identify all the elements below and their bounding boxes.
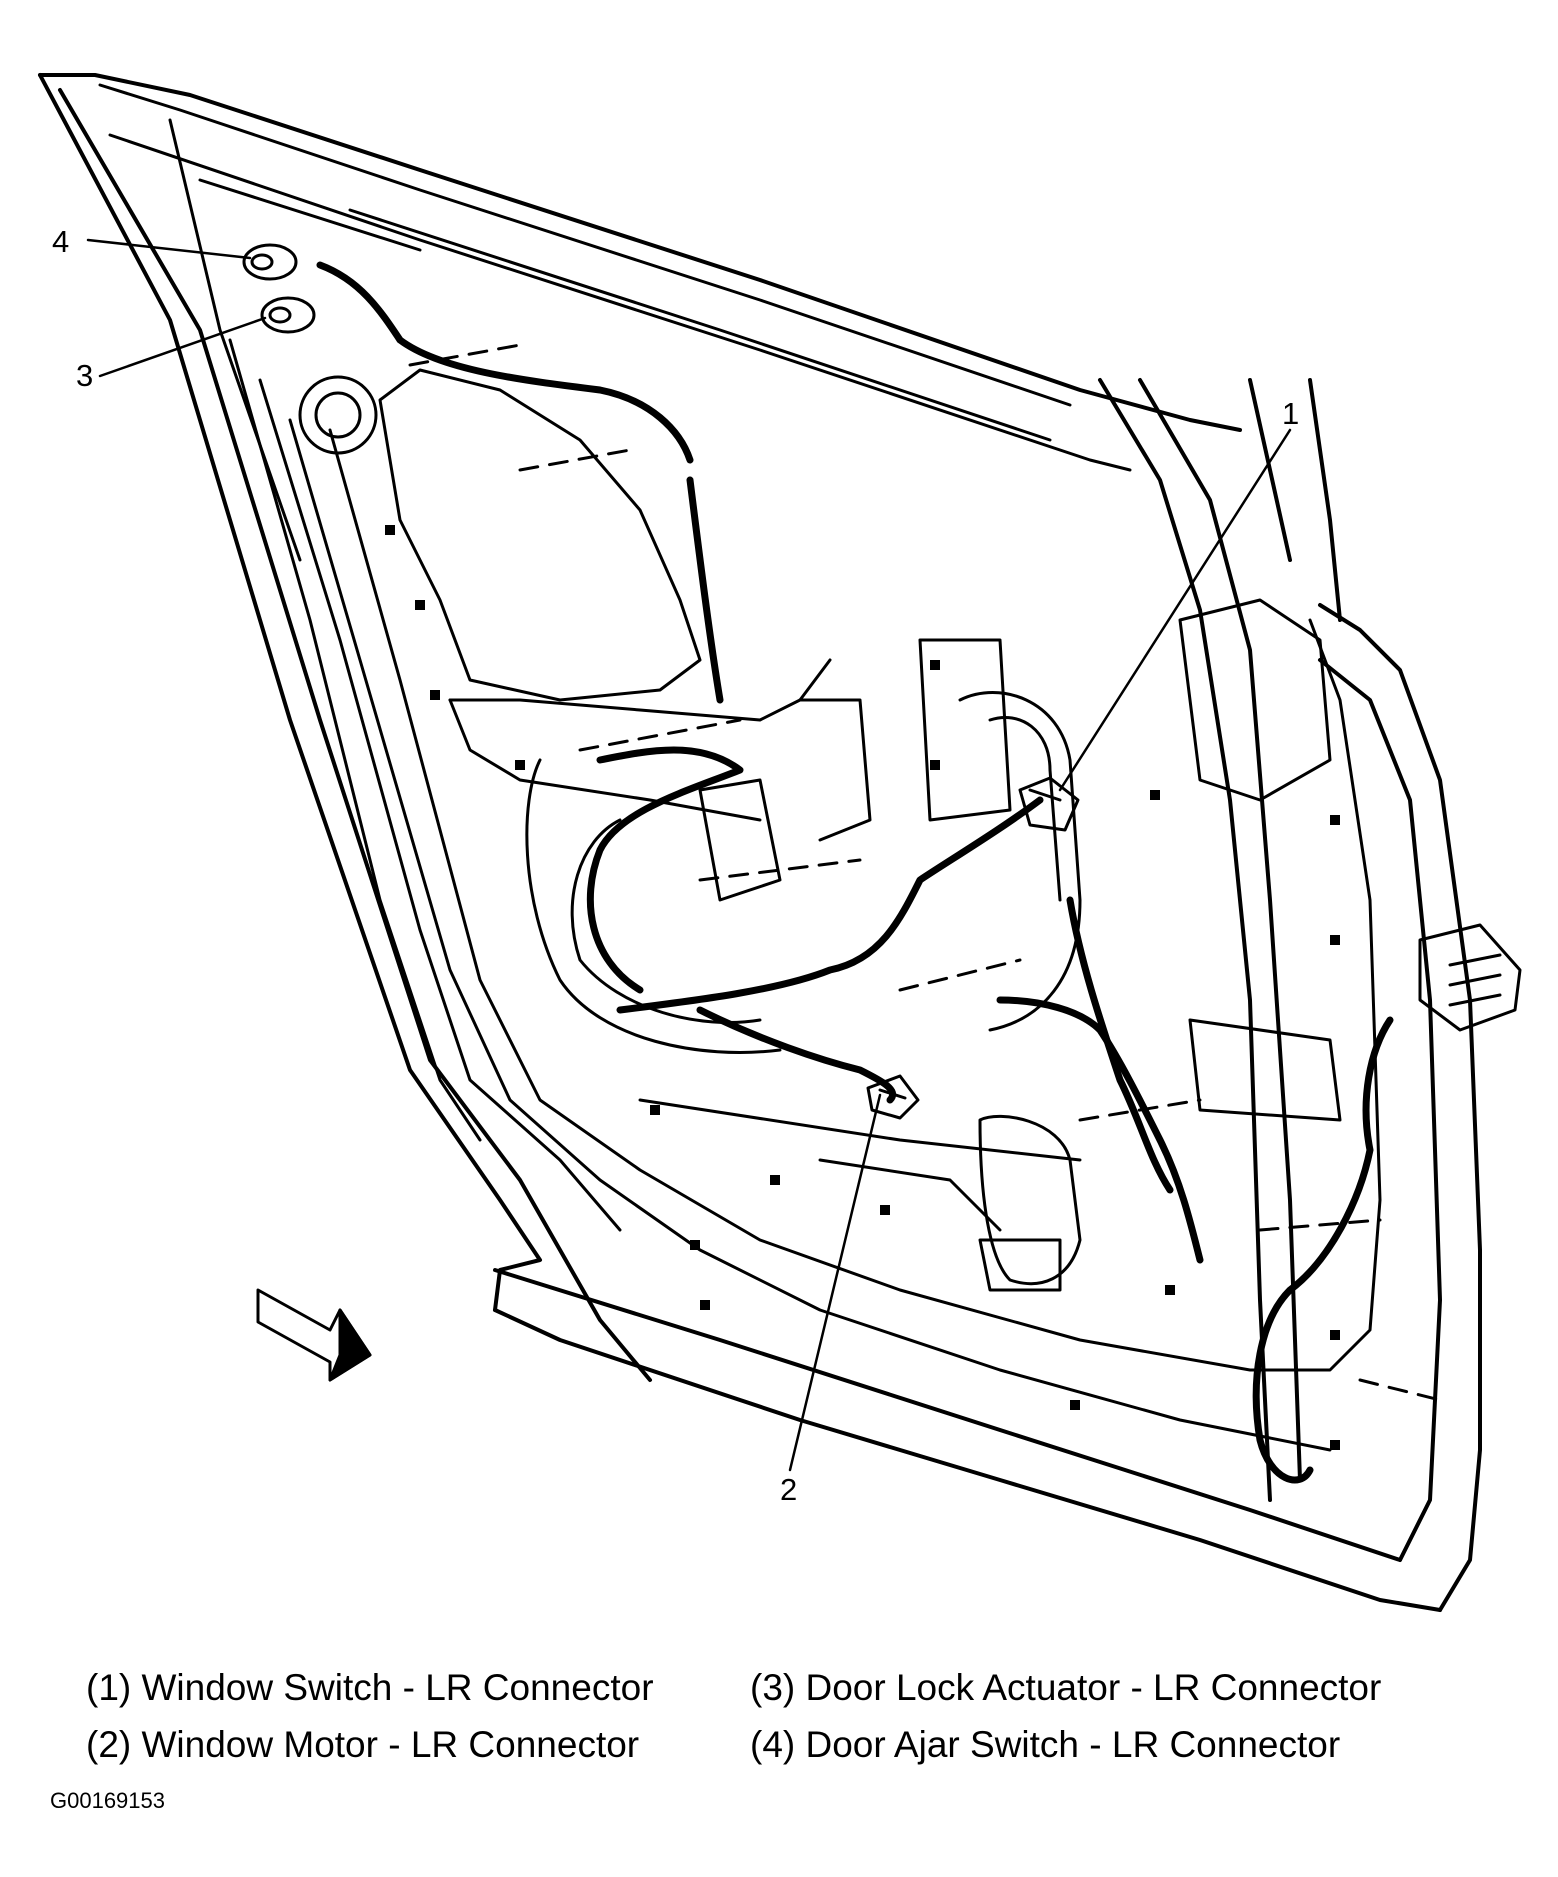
callout-number-2: 2 (780, 1472, 797, 1507)
legend-item-window-motor: (2) Window Motor - LR Connector (86, 1724, 640, 1765)
inner-panel (378, 368, 1342, 1292)
connector-2 (866, 1074, 920, 1120)
routing-dashes (408, 343, 1442, 1402)
callout-number-1: 1 (1282, 396, 1299, 431)
leader-lines (86, 238, 1292, 1472)
callout-number-4: 4 (52, 224, 69, 259)
main-harness-connector (1418, 923, 1522, 1032)
connector-3 (260, 296, 316, 334)
door-frame (38, 73, 1482, 1612)
figure-id: G00169153 (50, 1788, 165, 1813)
connector-4 (242, 243, 298, 281)
door-wiring-diagram: 1 2 3 4 (38, 73, 1522, 1612)
direction-arrow-icon (256, 1288, 372, 1382)
wiring-harness (316, 261, 1394, 1484)
legend-item-door-ajar-switch: (4) Door Ajar Switch - LR Connector (750, 1724, 1341, 1765)
callout-number-3: 3 (76, 358, 93, 393)
connector-1 (1018, 776, 1080, 832)
window-frame (98, 83, 1382, 1452)
mounting-holes (385, 525, 1340, 1450)
speaker (298, 375, 378, 455)
